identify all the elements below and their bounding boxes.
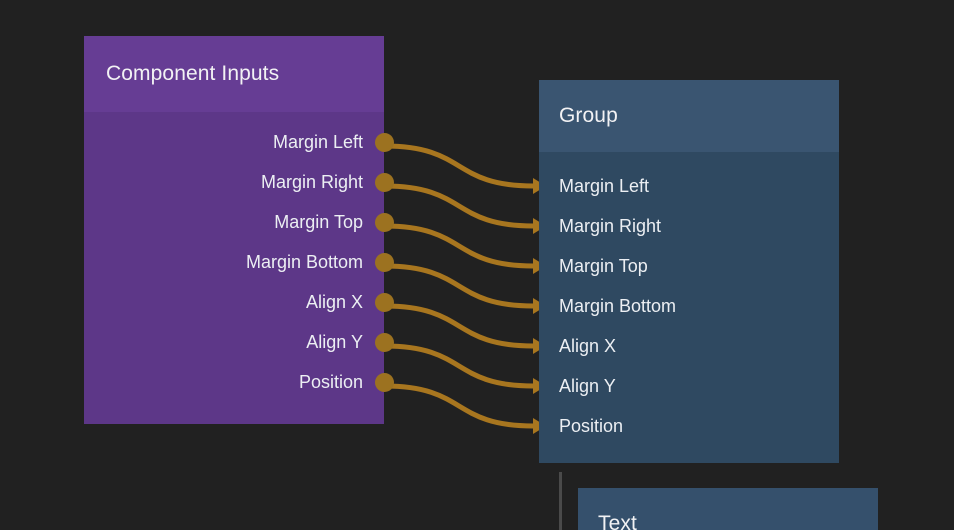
connection-wire[interactable] xyxy=(384,343,534,389)
output-port-margin-top[interactable]: Margin Top xyxy=(84,202,394,242)
output-port-dot-icon[interactable] xyxy=(375,292,394,312)
node-component-inputs-title: Component Inputs xyxy=(106,62,280,85)
output-port-dot-icon[interactable] xyxy=(375,332,394,352)
node-text[interactable]: Text xyxy=(578,488,878,530)
input-port-label: Position xyxy=(559,416,624,436)
input-port-position[interactable]: Position xyxy=(539,406,839,446)
output-port-label: Margin Bottom xyxy=(245,252,363,272)
output-port-label: Margin Top xyxy=(274,212,363,232)
input-port-margin-bottom[interactable]: Margin Bottom xyxy=(539,286,839,326)
output-port-label: Align Y xyxy=(306,332,363,352)
input-port-label: Align Y xyxy=(559,376,616,396)
input-port-label: Align X xyxy=(559,336,617,356)
output-port-margin-bottom[interactable]: Margin Bottom xyxy=(84,242,394,282)
connection-wire[interactable] xyxy=(384,303,534,349)
output-port-dot-icon[interactable] xyxy=(375,172,394,192)
output-port-dot-icon[interactable] xyxy=(375,132,394,152)
output-port-dot-icon[interactable] xyxy=(375,252,394,272)
input-port-label: Margin Right xyxy=(559,216,662,236)
output-port-dot-icon[interactable] xyxy=(375,212,394,232)
node-group-body: Margin Left Margin Right Margin Top Marg… xyxy=(539,152,839,446)
input-port-align-y[interactable]: Align Y xyxy=(539,366,839,406)
input-port-label: Margin Top xyxy=(559,256,648,276)
input-port-margin-top[interactable]: Margin Top xyxy=(539,246,839,286)
output-port-margin-right[interactable]: Margin Right xyxy=(84,162,394,202)
node-group[interactable]: Group Margin Left Margin Right Margin To… xyxy=(539,80,839,463)
output-port-dot-icon[interactable] xyxy=(375,372,394,392)
output-port-label: Align X xyxy=(305,292,363,312)
node-component-inputs-body: Margin Left Margin Right Margin Top Marg… xyxy=(84,112,394,402)
node-component-inputs[interactable]: Component Inputs Margin Left Margin Righ… xyxy=(84,36,394,424)
output-port-margin-left[interactable]: Margin Left xyxy=(84,122,394,162)
input-port-label: Margin Left xyxy=(559,176,650,196)
output-port-position[interactable]: Position xyxy=(84,362,394,402)
output-port-align-y[interactable]: Align Y xyxy=(84,322,394,362)
hierarchy-guide-line xyxy=(559,472,562,530)
input-port-margin-right[interactable]: Margin Right xyxy=(539,206,839,246)
output-port-label: Margin Right xyxy=(260,172,363,192)
output-port-label: Position xyxy=(298,372,363,392)
input-port-align-x[interactable]: Align X xyxy=(539,326,839,366)
node-text-title: Text xyxy=(598,512,637,530)
connection-wire[interactable] xyxy=(384,223,534,269)
connection-wire[interactable] xyxy=(384,263,534,309)
output-port-label: Margin Left xyxy=(272,132,363,152)
input-port-label: Margin Bottom xyxy=(559,296,677,316)
node-group-title: Group xyxy=(559,104,618,127)
connection-wire[interactable] xyxy=(384,383,534,429)
connection-wire[interactable] xyxy=(384,183,534,229)
node-component-inputs-header[interactable]: Component Inputs xyxy=(84,36,384,112)
node-group-header[interactable]: Group xyxy=(539,80,839,152)
input-port-margin-left[interactable]: Margin Left xyxy=(539,166,839,206)
connection-wire[interactable] xyxy=(384,143,534,189)
output-port-align-x[interactable]: Align X xyxy=(84,282,394,322)
node-text-header[interactable]: Text xyxy=(578,488,878,530)
